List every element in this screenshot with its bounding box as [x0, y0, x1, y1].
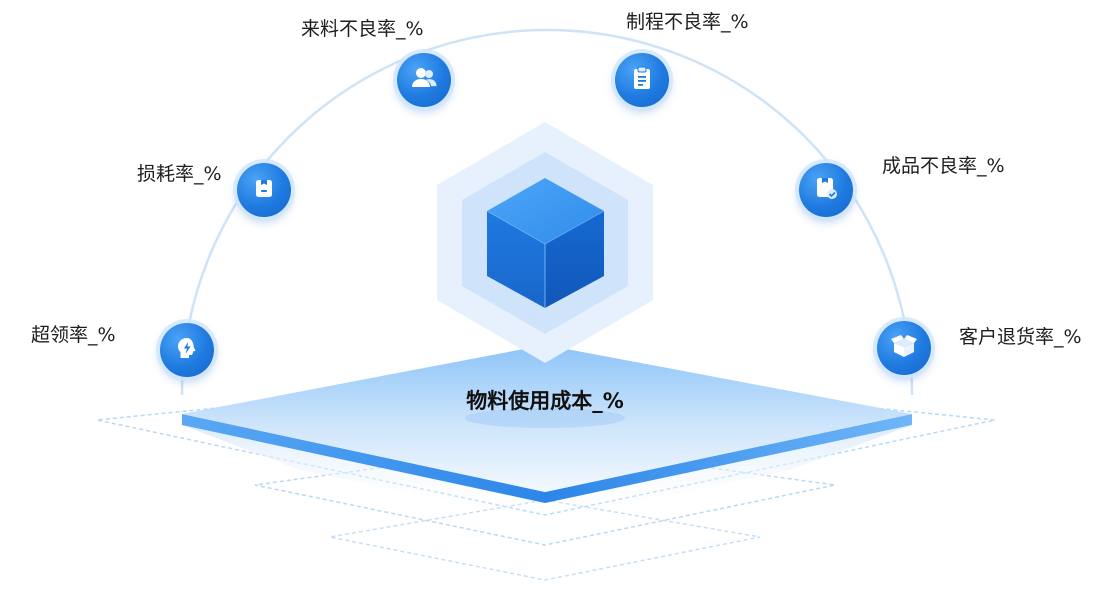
metric-node-sunhao[interactable] [237, 163, 291, 217]
metric-node-lailiao[interactable] [397, 53, 451, 107]
metric-label-sunhao: 损耗率_% [137, 163, 222, 185]
cube-left [487, 211, 545, 308]
cube-right [545, 211, 604, 308]
open-box-icon [890, 333, 918, 363]
metric-node-chaoling[interactable] [160, 323, 214, 377]
metric-label-kehu: 客户退货率_% [959, 326, 1082, 348]
metric-label-chengpin: 成品不良率_% [882, 155, 1005, 177]
metric-label-zhicheng: 制程不良率_% [626, 11, 749, 33]
lightning-head-icon [174, 335, 200, 365]
metric-node-zhicheng[interactable] [615, 53, 669, 107]
dashed-layer-low [329, 499, 761, 581]
center-title: 物料使用成本_% [466, 389, 624, 413]
box-check-icon [813, 175, 839, 205]
box-icon [252, 176, 276, 204]
metric-node-kehu[interactable] [877, 321, 931, 375]
clipboard-icon [630, 65, 654, 95]
metric-label-lailiao: 来料不良率_% [301, 18, 424, 40]
users-icon [410, 65, 438, 95]
metric-label-chaoling: 超领率_% [31, 324, 116, 346]
platform-top [182, 345, 912, 492]
connector-arc [180, 28, 914, 396]
metric-node-chengpin[interactable] [799, 163, 853, 217]
